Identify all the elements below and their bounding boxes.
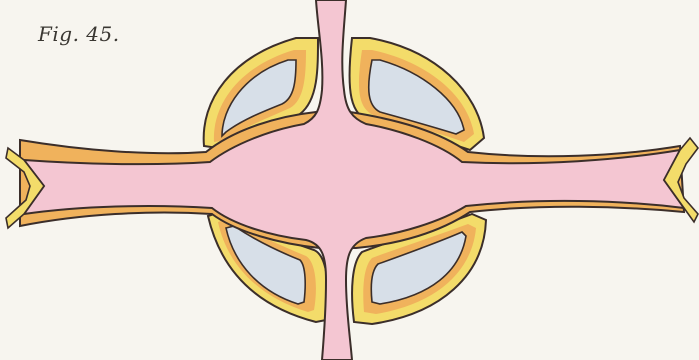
anatomical-diagram (0, 0, 699, 360)
illustration-plate: Fig. 45. (0, 0, 699, 360)
